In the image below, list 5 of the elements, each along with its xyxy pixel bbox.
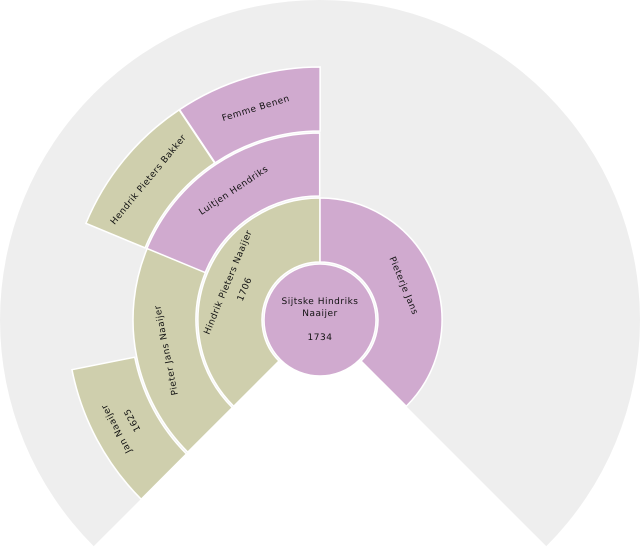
birth-year: 1706 (236, 276, 256, 303)
person-name: Sijtske Hindriks Naaijer (280, 296, 360, 320)
birth-year: 1734 (308, 332, 332, 344)
person-name: Pieter Jans Naaijer (152, 304, 182, 397)
person-name: Femme Benen (220, 92, 292, 124)
